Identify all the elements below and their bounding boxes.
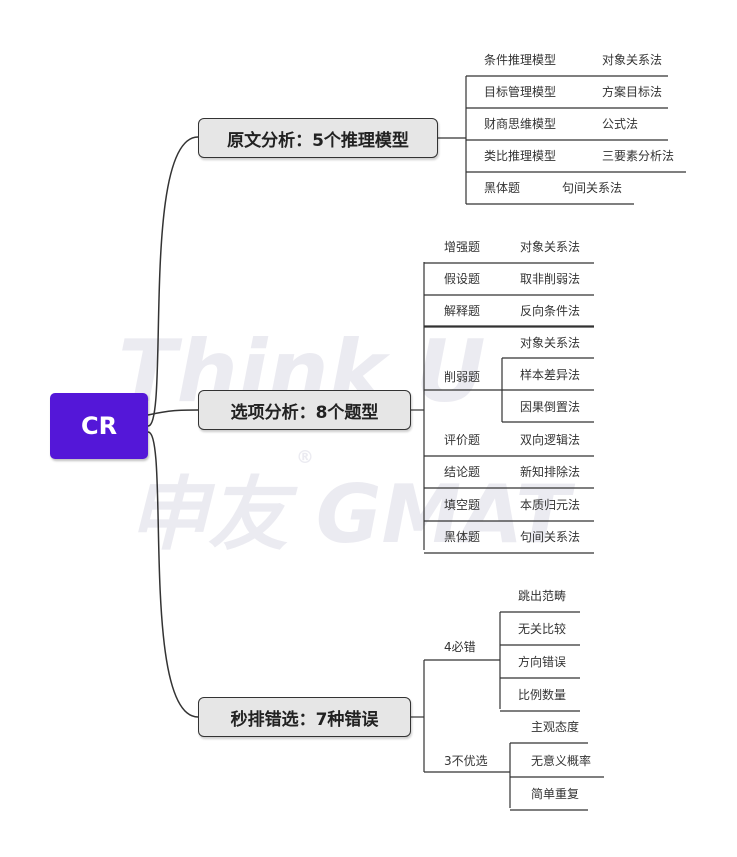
leaf-node[interactable]: 条件推理模型 <box>484 53 557 67</box>
leaf-node[interactable]: 对象关系法 <box>520 240 581 254</box>
connector <box>147 409 199 416</box>
leaf-node[interactable]: 样本差异法 <box>520 368 581 382</box>
leaf-node[interactable]: 公式法 <box>602 117 639 131</box>
leaf-node[interactable]: 句间关系法 <box>520 530 581 544</box>
leaf-node[interactable]: 3不优选 <box>444 754 488 768</box>
leaf-node[interactable]: 结论题 <box>444 465 481 479</box>
leaf-node[interactable]: 假设题 <box>444 272 481 286</box>
leaf-node[interactable]: 目标管理模型 <box>484 85 557 99</box>
branch-reasoning-models[interactable]: 原文分析：5个推理模型 <box>198 118 438 158</box>
leaf-node[interactable]: 主观态度 <box>531 720 580 734</box>
leaf-node[interactable]: 无关比较 <box>518 622 567 636</box>
leaf-node[interactable]: 本质归元法 <box>520 498 581 512</box>
branch-error-types[interactable]: 秒排错选：7种错误 <box>198 697 411 737</box>
leaf-node[interactable]: 填空题 <box>444 498 481 512</box>
leaf-node[interactable]: 新知排除法 <box>520 465 581 479</box>
leaf-node[interactable]: 简单重复 <box>531 787 580 801</box>
leaf-node[interactable]: 双向逻辑法 <box>520 433 581 447</box>
leaf-node[interactable]: 方向错误 <box>518 655 567 669</box>
leaf-node[interactable]: 取非削弱法 <box>520 272 581 286</box>
leaf-node[interactable]: 因果倒置法 <box>520 400 581 414</box>
connector <box>147 431 199 718</box>
leaf-node[interactable]: 反向条件法 <box>520 304 581 318</box>
leaf-node[interactable]: 三要素分析法 <box>602 149 675 163</box>
leaf-node[interactable]: 增强题 <box>444 240 481 254</box>
leaf-node[interactable]: 句间关系法 <box>562 181 623 195</box>
leaf-node[interactable]: 对象关系法 <box>602 53 663 67</box>
leaf-node[interactable]: 黑体题 <box>444 530 481 544</box>
connector <box>147 136 199 427</box>
leaf-node[interactable]: 跳出范畴 <box>518 589 567 603</box>
leaf-node[interactable]: 对象关系法 <box>520 336 581 350</box>
leaf-node[interactable]: 削弱题 <box>444 370 481 384</box>
leaf-node[interactable]: 黑体题 <box>484 181 521 195</box>
leaf-node[interactable]: 解释题 <box>444 304 481 318</box>
leaf-node[interactable]: 比例数量 <box>518 688 567 702</box>
leaf-node[interactable]: 类比推理模型 <box>484 149 557 163</box>
leaf-node[interactable]: 财商思维模型 <box>484 117 557 131</box>
leaf-node[interactable]: 方案目标法 <box>602 85 663 99</box>
root-node[interactable]: CR <box>50 393 148 459</box>
leaf-node[interactable]: 无意义概率 <box>531 754 592 768</box>
leaf-node[interactable]: 评价题 <box>444 433 481 447</box>
branch-question-types[interactable]: 选项分析：8个题型 <box>198 390 411 430</box>
leaf-node[interactable]: 4必错 <box>444 640 476 654</box>
